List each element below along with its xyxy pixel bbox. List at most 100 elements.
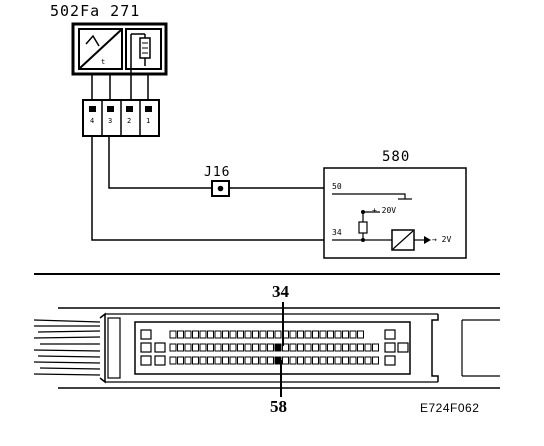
connector-pin: [357, 330, 364, 339]
voltage-annotation-supply: + 20V: [372, 206, 397, 215]
connector-pin: [222, 343, 229, 352]
connector-pin: [334, 343, 342, 352]
connector-pin: [229, 343, 237, 352]
connector-pin: [297, 343, 304, 352]
connector-pin-label-34: 34: [272, 282, 289, 301]
connector-pin: [319, 343, 327, 352]
connector-pin: [312, 356, 319, 365]
connector-pin: [244, 330, 252, 339]
connector-pin: [259, 356, 267, 365]
connector-pin: [222, 330, 229, 339]
control-unit-label: 580: [382, 149, 411, 165]
connector-pin: [289, 343, 297, 352]
connector-pin: [312, 330, 319, 339]
connector-pin: [177, 343, 184, 352]
connector-pin: [184, 330, 192, 339]
ecu-connector-drawing: [33, 302, 500, 397]
connector-pin: [214, 330, 222, 339]
connector-pin: [259, 343, 267, 352]
connector-pin: [267, 343, 274, 352]
connector-pin: [364, 356, 372, 365]
connector-pin: [252, 330, 259, 339]
connector-pin: [199, 343, 207, 352]
connector-pin: [342, 343, 349, 352]
junction-label: J16: [204, 165, 231, 180]
connector-pin: [207, 343, 214, 352]
sensor-symbol-icon: [85, 34, 100, 47]
arrow-icon: [424, 236, 431, 244]
pin-rows: [169, 330, 379, 365]
connector-pin: [229, 356, 237, 365]
connector-pin: [192, 343, 199, 352]
connector-pin: [267, 356, 274, 365]
connector-pin: [274, 330, 282, 339]
figure-code: E724F062: [420, 401, 480, 415]
connector-pin: [237, 330, 244, 339]
connector-pin: [207, 356, 214, 365]
connector-pin: [184, 356, 192, 365]
wire-pin3-a: [108, 136, 212, 189]
wire-pin4: [91, 136, 332, 241]
svg-text:4: 4: [90, 117, 94, 125]
connector-pin: [252, 343, 259, 352]
connector-pin: [327, 356, 334, 365]
connector-pin: [169, 343, 177, 352]
sensor-component: t: [71, 22, 168, 76]
connector-pin: [184, 343, 192, 352]
connector-pin: [252, 356, 259, 365]
connector-pin: [342, 356, 349, 365]
connector-pin: [237, 356, 244, 365]
connector-pin: [222, 356, 229, 365]
connector-pin: [349, 356, 357, 365]
svg-text:t: t: [101, 58, 105, 66]
connector-pin: [244, 356, 252, 365]
connector-pin: [312, 343, 319, 352]
connector-pin: [334, 356, 342, 365]
connector-pin: [304, 356, 312, 365]
connector-pin: [199, 356, 207, 365]
connector-pin: [319, 356, 327, 365]
control-unit-580: [323, 167, 467, 259]
connector-pin: [177, 330, 184, 339]
connector-pin: [372, 356, 379, 365]
connector-pin: [214, 343, 222, 352]
connector-pin: [357, 343, 364, 352]
connector-pin: [169, 356, 177, 365]
connector-pin: [229, 330, 237, 339]
connector-pin: [192, 330, 199, 339]
connector-pin: [364, 343, 372, 352]
connector-pin: [192, 356, 199, 365]
connector-pin: [199, 330, 207, 339]
connector-pin: [327, 343, 334, 352]
connector-pin: [334, 330, 342, 339]
connector-pin: [327, 330, 334, 339]
connector-pin: [357, 356, 364, 365]
connector-4pin: 4 3 2 1: [82, 99, 160, 137]
connector-pin: [289, 330, 297, 339]
connector-pin-label-58: 58: [270, 397, 287, 416]
connector-pin: [342, 330, 349, 339]
connector-pin: [169, 330, 177, 339]
connector-pin: [297, 356, 304, 365]
connector-pin: [282, 343, 289, 352]
component-title: 502Fa 271: [50, 2, 141, 20]
voltage-annotation-output: → 2V: [432, 235, 452, 244]
connector-pin: [237, 343, 244, 352]
connector-pin: [297, 330, 304, 339]
connector-pin: [207, 330, 214, 339]
connector-pin: [177, 356, 184, 365]
pin-label-bottom: 34: [332, 228, 342, 237]
connector-pin: [349, 330, 357, 339]
connector-pin-highlighted: [274, 343, 282, 352]
svg-text:3: 3: [108, 117, 112, 125]
junction-j16: [211, 180, 230, 197]
pin-label-top: 50: [332, 182, 342, 191]
sensor-diagonal: [79, 29, 122, 69]
svg-text:2: 2: [127, 117, 131, 125]
connector-pin: [259, 330, 267, 339]
connector-pin: [244, 343, 252, 352]
connector-pin: [282, 356, 289, 365]
connector-pin: [267, 330, 274, 339]
connector-pin: [214, 356, 222, 365]
